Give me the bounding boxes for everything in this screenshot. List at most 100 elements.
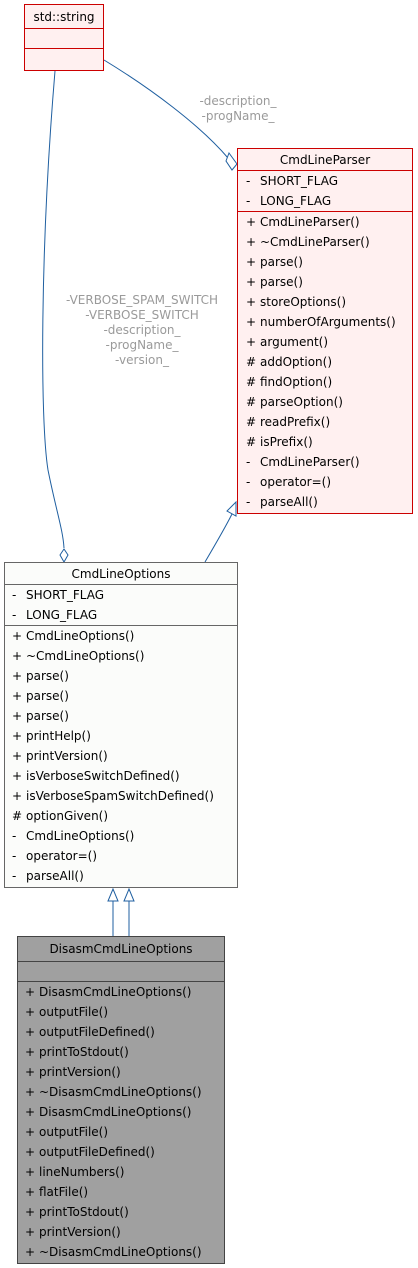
visibility-marker: + xyxy=(12,789,23,803)
member-row[interactable]: +isVerboseSwitchDefined() xyxy=(5,766,237,786)
member-row[interactable]: +DisasmCmdLineOptions() xyxy=(18,982,224,1002)
member-name: operator=() xyxy=(260,475,332,489)
member-name: lineNumbers() xyxy=(39,1165,125,1179)
member-row[interactable]: -CmdLineOptions() xyxy=(5,826,237,846)
member-name: printVersion() xyxy=(26,749,108,763)
member-row[interactable]: +argument() xyxy=(238,332,412,352)
edge-label: -progName_ xyxy=(106,338,180,352)
member-row[interactable]: +printToStdout() xyxy=(18,1042,224,1062)
member-name: isPrefix() xyxy=(260,435,313,449)
member-name: ~DisasmCmdLineOptions() xyxy=(39,1085,202,1099)
member-row[interactable]: -parseAll() xyxy=(238,492,412,512)
class-cmdlineoptions[interactable]: CmdLineOptions -SHORT_FLAG-LONG_FLAG +Cm… xyxy=(4,562,238,888)
member-row[interactable]: #readPrefix() xyxy=(238,412,412,432)
visibility-marker: # xyxy=(246,355,257,369)
member-row[interactable]: -LONG_FLAG xyxy=(5,605,237,625)
member-row[interactable]: +storeOptions() xyxy=(238,292,412,312)
member-row[interactable]: #isPrefix() xyxy=(238,432,412,452)
member-name: outputFile() xyxy=(39,1005,109,1019)
visibility-marker: # xyxy=(246,375,257,389)
member-name: outputFile() xyxy=(39,1125,109,1139)
member-row[interactable]: +printHelp() xyxy=(5,726,237,746)
member-row[interactable]: +parse() xyxy=(5,706,237,726)
visibility-marker: + xyxy=(25,1225,36,1239)
class-disasmcmdlineoptions[interactable]: DisasmCmdLineOptions +DisasmCmdLineOptio… xyxy=(17,936,225,1264)
member-row[interactable]: -SHORT_FLAG xyxy=(5,585,237,605)
visibility-marker: - xyxy=(12,849,17,863)
member-row[interactable]: +lineNumbers() xyxy=(18,1162,224,1182)
member-row[interactable]: +printVersion() xyxy=(5,746,237,766)
member-name: CmdLineOptions() xyxy=(26,629,135,643)
member-row[interactable]: +flatFile() xyxy=(18,1182,224,1202)
methods-section: +CmdLineParser()+~CmdLineParser()+parse(… xyxy=(238,212,412,512)
member-row[interactable]: -parseAll() xyxy=(5,866,237,886)
inheritance-arrow-options-2 xyxy=(123,887,135,902)
member-row[interactable]: +parse() xyxy=(5,686,237,706)
member-row[interactable]: +isVerboseSpamSwitchDefined() xyxy=(5,786,237,806)
member-name: parse() xyxy=(26,689,69,703)
member-name: printToStdout() xyxy=(39,1045,129,1059)
visibility-marker: + xyxy=(12,729,23,743)
visibility-marker: - xyxy=(12,608,17,622)
member-name: parse() xyxy=(260,275,303,289)
member-row[interactable]: +DisasmCmdLineOptions() xyxy=(18,1102,224,1122)
visibility-marker: + xyxy=(25,1105,36,1119)
member-row[interactable]: #optionGiven() xyxy=(5,806,237,826)
member-name: parseAll() xyxy=(260,495,318,509)
class-cmdlineparser[interactable]: CmdLineParser -SHORT_FLAG-LONG_FLAG +Cmd… xyxy=(237,148,413,514)
member-row[interactable]: -CmdLineParser() xyxy=(238,452,412,472)
member-row[interactable]: +outputFile() xyxy=(18,1002,224,1022)
visibility-marker: + xyxy=(12,749,23,763)
member-row[interactable]: -operator=() xyxy=(5,846,237,866)
edge-label: -description_ xyxy=(199,94,277,108)
member-row[interactable]: +CmdLineOptions() xyxy=(5,626,237,646)
member-name: CmdLineParser() xyxy=(260,455,360,469)
member-row[interactable]: #addOption() xyxy=(238,352,412,372)
member-row[interactable]: +~DisasmCmdLineOptions() xyxy=(18,1082,224,1102)
member-row[interactable]: +outputFile() xyxy=(18,1122,224,1142)
member-name: parse() xyxy=(260,255,303,269)
member-row[interactable]: +printVersion() xyxy=(18,1062,224,1082)
member-row[interactable]: -operator=() xyxy=(238,472,412,492)
member-row[interactable]: +~CmdLineOptions() xyxy=(5,646,237,666)
member-row[interactable]: +outputFileDefined() xyxy=(18,1142,224,1162)
class-std-string[interactable]: std::string xyxy=(24,4,104,71)
inheritance-arrow-parser xyxy=(226,500,237,517)
member-name: SHORT_FLAG xyxy=(26,588,105,602)
visibility-marker: + xyxy=(25,1125,36,1139)
edge-string-parser xyxy=(103,59,229,159)
member-row[interactable]: -LONG_FLAG xyxy=(238,191,412,211)
class-name: CmdLineParser xyxy=(238,149,412,171)
member-name: parseOption() xyxy=(260,395,343,409)
member-row[interactable]: +parse() xyxy=(5,666,237,686)
member-name: isVerboseSpamSwitchDefined() xyxy=(26,789,214,803)
member-row[interactable]: +printVersion() xyxy=(18,1222,224,1242)
member-row[interactable]: #parseOption() xyxy=(238,392,412,412)
member-name: printHelp() xyxy=(26,729,91,743)
edge-label: -description_ xyxy=(103,323,181,337)
attributes-section: -SHORT_FLAG-LONG_FLAG xyxy=(238,171,412,212)
member-row[interactable]: +parse() xyxy=(238,272,412,292)
visibility-marker: + xyxy=(12,709,23,723)
member-row[interactable]: +outputFileDefined() xyxy=(18,1022,224,1042)
member-row[interactable]: +numberOfArguments() xyxy=(238,312,412,332)
member-name: parse() xyxy=(26,709,69,723)
member-name: LONG_FLAG xyxy=(260,194,332,208)
member-row[interactable]: +parse() xyxy=(238,252,412,272)
member-row[interactable]: +~CmdLineParser() xyxy=(238,232,412,252)
visibility-marker: # xyxy=(246,435,257,449)
member-row[interactable]: +~DisasmCmdLineOptions() xyxy=(18,1242,224,1262)
member-name: ~CmdLineOptions() xyxy=(26,649,145,663)
visibility-marker: + xyxy=(246,215,257,229)
visibility-marker: + xyxy=(25,1145,36,1159)
member-name: ~CmdLineParser() xyxy=(260,235,370,249)
edge-label: -VERBOSE_SWITCH xyxy=(85,308,198,322)
visibility-marker: + xyxy=(25,1025,36,1039)
member-row[interactable]: #findOption() xyxy=(238,372,412,392)
member-row[interactable]: -SHORT_FLAG xyxy=(238,171,412,191)
attributes-section xyxy=(18,962,224,982)
member-row[interactable]: +printToStdout() xyxy=(18,1202,224,1222)
member-row[interactable]: +CmdLineParser() xyxy=(238,212,412,232)
edge-string-options xyxy=(42,70,65,549)
